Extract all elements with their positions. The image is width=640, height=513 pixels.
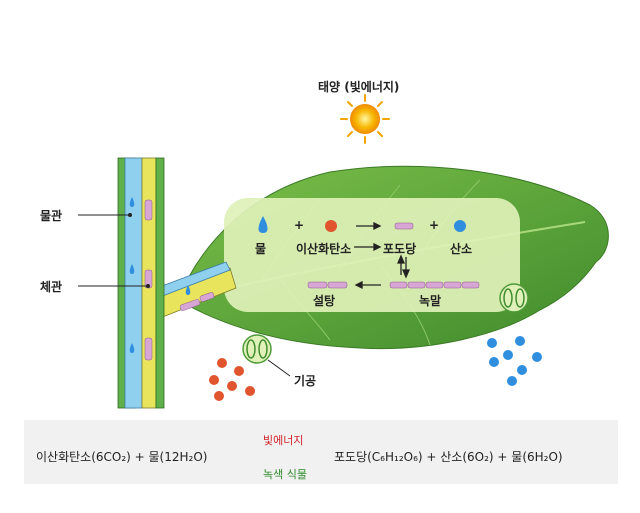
xylem-label: 물관 bbox=[40, 209, 63, 223]
water-label: 물 bbox=[255, 242, 267, 256]
co2-molecule-icon bbox=[325, 220, 337, 232]
oxygen-molecule-icon bbox=[454, 220, 466, 232]
glucose-bar-icon bbox=[394, 222, 414, 230]
equation-box bbox=[24, 420, 618, 484]
leader-lines bbox=[78, 214, 291, 377]
sugar-pair-icon bbox=[307, 281, 348, 289]
reaction-panel bbox=[224, 198, 520, 312]
plus-sign-1: + bbox=[294, 218, 305, 232]
equation-products: 포도당(C₆H₁₂O₆) + 산소(6O₂) + 물(6H₂O) bbox=[334, 450, 563, 464]
starch-label: 녹말 bbox=[419, 294, 442, 308]
co2-dots bbox=[209, 358, 255, 401]
starch-chain-icon bbox=[389, 281, 480, 289]
equation-catalyst-label: 녹색 식물 bbox=[263, 468, 307, 481]
equation-reactants: 이산화탄소(6CO₂) + 물(12H₂O) bbox=[36, 450, 208, 464]
co2-label: 이산화탄소 bbox=[296, 242, 352, 256]
stoma-icon bbox=[242, 334, 272, 364]
water-drop-icon bbox=[258, 216, 268, 233]
equation-energy-label: 빛에너지 bbox=[263, 434, 304, 447]
stoma-right-icon bbox=[499, 283, 529, 313]
oxygen-label: 산소 bbox=[450, 242, 473, 256]
o2-dots bbox=[487, 336, 542, 386]
stem-vessels bbox=[117, 157, 237, 409]
sugar-label: 설탕 bbox=[313, 294, 336, 308]
plus-sign-2: + bbox=[429, 218, 440, 232]
phloem-sugar-bars bbox=[144, 199, 215, 361]
phloem-label: 체관 bbox=[40, 280, 63, 294]
sun-icon bbox=[340, 94, 390, 144]
glucose-label: 포도당 bbox=[383, 242, 417, 256]
reaction-arrows bbox=[354, 221, 410, 290]
water-droplets bbox=[129, 197, 191, 353]
stoma-label: 기공 bbox=[294, 374, 317, 388]
sun-label: 태양 (빛에너지) bbox=[318, 80, 400, 94]
